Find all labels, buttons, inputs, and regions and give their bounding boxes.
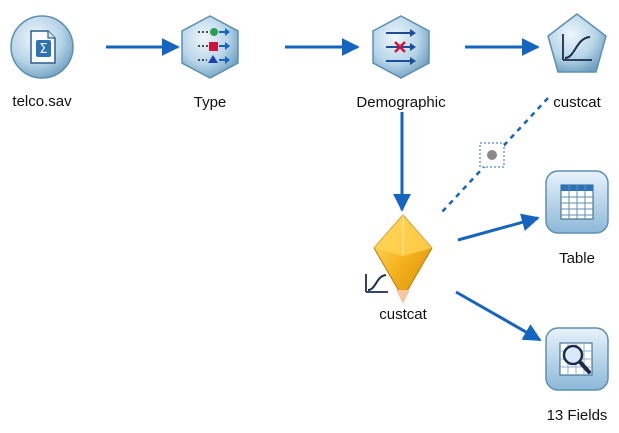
statistics-file-source-icon: Σ [30,30,56,64]
table-icon [560,184,594,220]
type-icon [198,28,230,64]
node-analysis[interactable] [545,327,609,391]
node-label-filter: Demographic [356,94,446,111]
link-handle[interactable] [479,142,505,168]
node-model-nugget[interactable] [365,214,433,304]
node-label-table: Table [559,250,595,267]
logistic-model-icon [562,34,592,61]
svg-text:Σ: Σ [39,42,47,57]
logistic-curve-icon [365,274,388,293]
node-label-model-top: custcat [553,94,601,111]
data-audit-icon [559,342,593,376]
link-nugget-table[interactable] [457,213,540,242]
node-source[interactable]: Σ [10,15,74,79]
filter-icon [386,29,416,65]
node-table[interactable] [545,170,609,234]
link-nugget-analysis[interactable] [455,290,542,342]
node-model-top[interactable] [547,13,607,73]
node-label-model-nugget: custcat [379,306,427,323]
node-label-analysis: 13 Fields [546,407,608,424]
node-label-type: Type [193,94,227,111]
node-label-source: telco.sav [12,93,72,110]
node-filter[interactable] [372,15,430,79]
node-type[interactable] [181,15,239,79]
